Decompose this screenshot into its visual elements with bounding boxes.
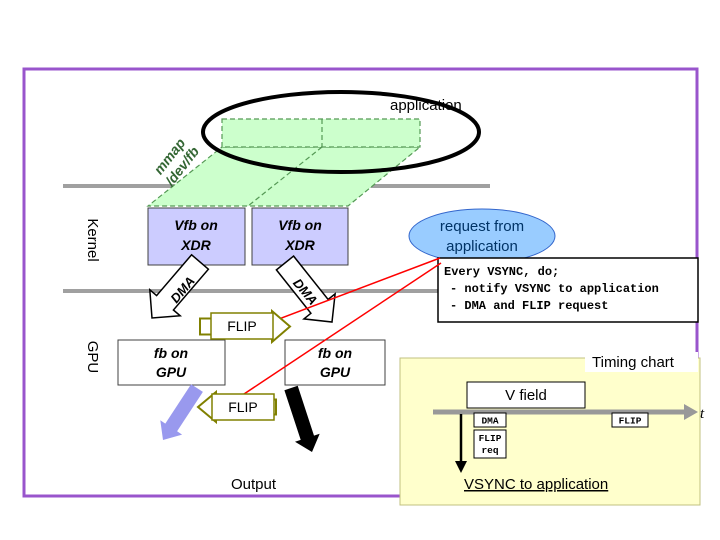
vfb-box-1 (147, 207, 246, 266)
timing-chart-title-bg (585, 352, 698, 372)
timeline-dma-box (473, 412, 507, 428)
dma-arrow-right (275, 255, 337, 323)
request-line-to-flip-2 (234, 262, 442, 401)
v-field-box (466, 381, 586, 409)
fb-box-2-line1: fb on (318, 345, 352, 361)
application-ellipse (201, 90, 481, 174)
vfb-box-2-line1: Vfb on (278, 217, 322, 233)
timeline-flip-req-line1: FLIP (479, 433, 502, 444)
fb-box-2-line2: GPU (320, 364, 351, 380)
request-bubble-line2: application (446, 238, 518, 255)
kernel-label: Kernel (84, 218, 101, 261)
gpu-label: GPU (84, 341, 101, 374)
timeline-flip-req-line2: req (481, 445, 498, 456)
t-label: t (700, 406, 705, 422)
timeline-flip-label: FLIP (619, 416, 642, 427)
fb-box-2 (284, 339, 386, 386)
timeline-arrowhead (684, 404, 698, 420)
timing-chart-title: Timing chart (592, 354, 675, 371)
vsync-note-line1: Every VSYNC, do; (444, 265, 559, 279)
timeline-dma-label: DMA (481, 416, 498, 427)
flip-box-2 (211, 393, 275, 421)
fb-box-1 (117, 339, 226, 386)
vsync-note-line2: - notify VSYNC to application (450, 282, 659, 296)
timeline-flip-box (611, 412, 649, 428)
fb-box-1-line2: GPU (156, 364, 187, 380)
vfb-box-1-line1: Vfb on (174, 217, 218, 233)
fb-box-1-line1: fb on (154, 345, 188, 361)
flip-box-1 (210, 312, 274, 340)
vsync-note-box (437, 257, 699, 323)
request-bubble-line1: request from (440, 218, 524, 235)
vsync-note-line3: - DMA and FLIP request (450, 299, 608, 313)
vfb-box-1-line2: XDR (180, 237, 211, 253)
vfb-box-2-line2: XDR (284, 237, 315, 253)
timeline-flip-req-box (473, 429, 507, 459)
flip-label-1: FLIP (227, 318, 257, 334)
v-field-label: V field (505, 387, 547, 404)
dma-arrow-left (148, 253, 210, 319)
application-label: application (390, 97, 462, 114)
vfb-box-2 (251, 207, 349, 266)
vsync-to-application-label: VSYNC to application (464, 476, 608, 493)
framebuffer-rect (221, 118, 421, 148)
output-arrow-lavender (160, 384, 203, 440)
flip-label-2: FLIP (228, 399, 258, 415)
output-arrow-black (284, 385, 320, 452)
output-label: Output (231, 476, 277, 493)
vsync-down-arrowhead (455, 461, 467, 473)
request-line-to-flip-1 (249, 257, 441, 331)
